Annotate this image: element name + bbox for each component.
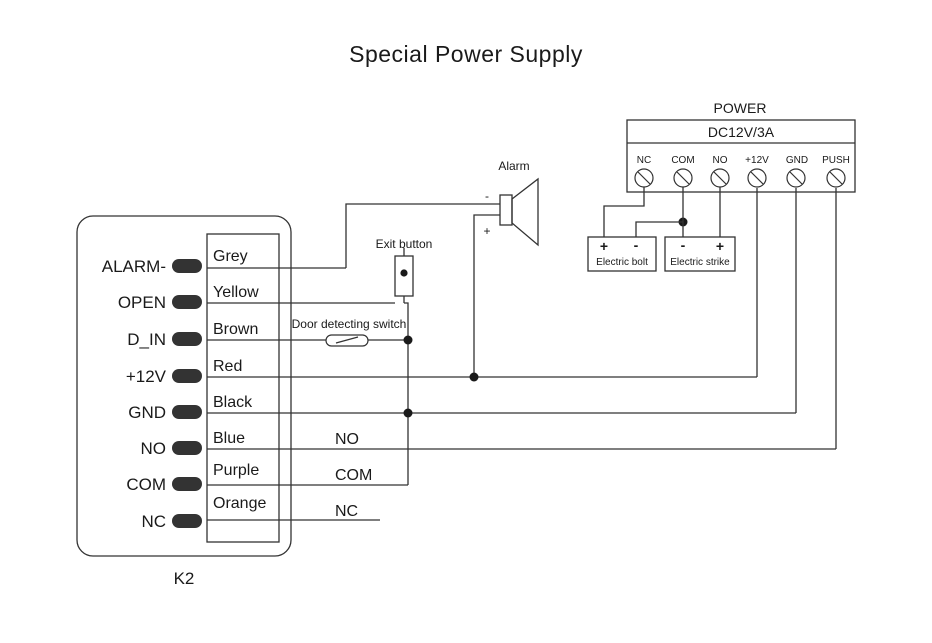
wire-label-orange: Orange: [213, 495, 266, 512]
terminal-pin-no: [172, 441, 202, 455]
terminal-label-no: NO: [141, 439, 167, 458]
power-terminal-label-gnd: GND: [786, 155, 808, 166]
terminal-pin-gnd: [172, 405, 202, 419]
terminal-label-open: OPEN: [118, 293, 166, 312]
diagram-title: Special Power Supply: [349, 41, 583, 67]
wire-label-black: Black: [213, 394, 253, 411]
exit-button-knob-icon: [400, 269, 408, 277]
terminal-pin-alarm: [172, 259, 202, 273]
wire-label-panel: [206, 233, 280, 543]
exit-button: Exit button: [376, 237, 433, 297]
terminal-pin-open: [172, 295, 202, 309]
screw-terminal-icon: [747, 168, 767, 188]
electric-strike-body: [664, 236, 736, 272]
exit-button-body: [394, 255, 414, 297]
alarm-label: Alarm: [498, 159, 529, 173]
power-terminal-label-no: NO: [713, 155, 728, 166]
terminal-pin-12v: [172, 369, 202, 383]
wire-label-yellow: Yellow: [213, 284, 259, 301]
door-switch-contact-icon: [335, 336, 359, 344]
electric-bolt-body: [587, 236, 657, 272]
terminal-label-gnd: GND: [128, 403, 166, 422]
junction-dot: [403, 408, 413, 418]
wire-separators: [207, 267, 836, 521]
screw-terminal-icon: [826, 168, 846, 188]
screw-terminals: [634, 168, 846, 188]
electric-bolt-minus: -: [634, 237, 639, 253]
electric-strike-label: Electric strike: [670, 257, 730, 268]
terminal-pin-nc: [172, 514, 202, 528]
screw-terminal-icon: [634, 168, 654, 188]
alarm-minus-label: -: [485, 189, 489, 203]
terminal-label-nc: NC: [141, 512, 166, 531]
wire-label-blue: Blue: [213, 430, 245, 447]
power-rating: DC12V/3A: [708, 124, 775, 140]
terminal-label-d-in: D_IN: [127, 330, 166, 349]
wire-label-grey: Grey: [213, 248, 248, 265]
power-supply: POWER DC12V/3A NC COM NO +12V GND PUSH: [603, 100, 856, 237]
speaker-cone-icon: [511, 177, 539, 247]
power-terminal-label-com: COM: [671, 155, 694, 166]
electric-bolt: + - Electric bolt: [587, 236, 657, 272]
screw-terminal-icon: [673, 168, 693, 188]
terminal-pin-d-in: [172, 332, 202, 346]
power-title: POWER: [714, 100, 767, 116]
wire-common-ground: [404, 302, 409, 485]
electric-strike-minus: -: [681, 237, 686, 253]
junction-dot: [469, 372, 479, 382]
controller-name: K2: [174, 569, 195, 588]
alarm-plus-label: +: [483, 224, 490, 238]
electric-strike: - + Electric strike: [664, 236, 736, 272]
terminal-label-alarm: ALARM-: [102, 257, 166, 276]
wire-alarm-plus: [473, 214, 500, 377]
electric-bolt-label: Electric bolt: [596, 257, 648, 268]
power-terminal-label-push: PUSH: [822, 155, 850, 166]
electric-strike-plus: +: [716, 238, 724, 254]
junction-dot: [403, 335, 413, 345]
wire-lock-nc: [603, 187, 645, 237]
relay-label-nc: NC: [335, 503, 358, 520]
relay-label-no: NO: [335, 431, 359, 448]
exit-button-label: Exit button: [376, 237, 433, 251]
wire-label-red: Red: [213, 358, 242, 375]
power-body: [626, 119, 856, 193]
screw-terminal-icon: [710, 168, 730, 188]
wire-alarm-minus: [345, 203, 500, 268]
terminal-pin-com: [172, 477, 202, 491]
door-switch-label: Door detecting switch: [292, 317, 407, 331]
power-terminal-label-12v: +12V: [745, 155, 769, 166]
k2-controller: ALARM- OPEN D_IN +12V GND NO COM NC Grey…: [76, 215, 836, 588]
wiring: [345, 188, 837, 485]
door-detecting-switch: Door detecting switch: [292, 317, 407, 347]
alarm-speaker: Alarm - +: [483, 159, 539, 247]
relay-label-com: COM: [335, 467, 372, 484]
power-terminal-label-nc: NC: [637, 155, 651, 166]
speaker-magnet: [499, 194, 513, 226]
controller-body: [76, 215, 292, 557]
terminal-label-com: COM: [126, 475, 166, 494]
wire-label-purple: Purple: [213, 462, 259, 479]
electric-bolt-plus: +: [600, 238, 608, 254]
terminal-pins: [172, 259, 202, 528]
wire-lock-com: [635, 187, 684, 237]
wire-label-brown: Brown: [213, 321, 258, 338]
terminal-label-12v: +12V: [126, 367, 167, 386]
screw-terminal-icon: [786, 168, 806, 188]
